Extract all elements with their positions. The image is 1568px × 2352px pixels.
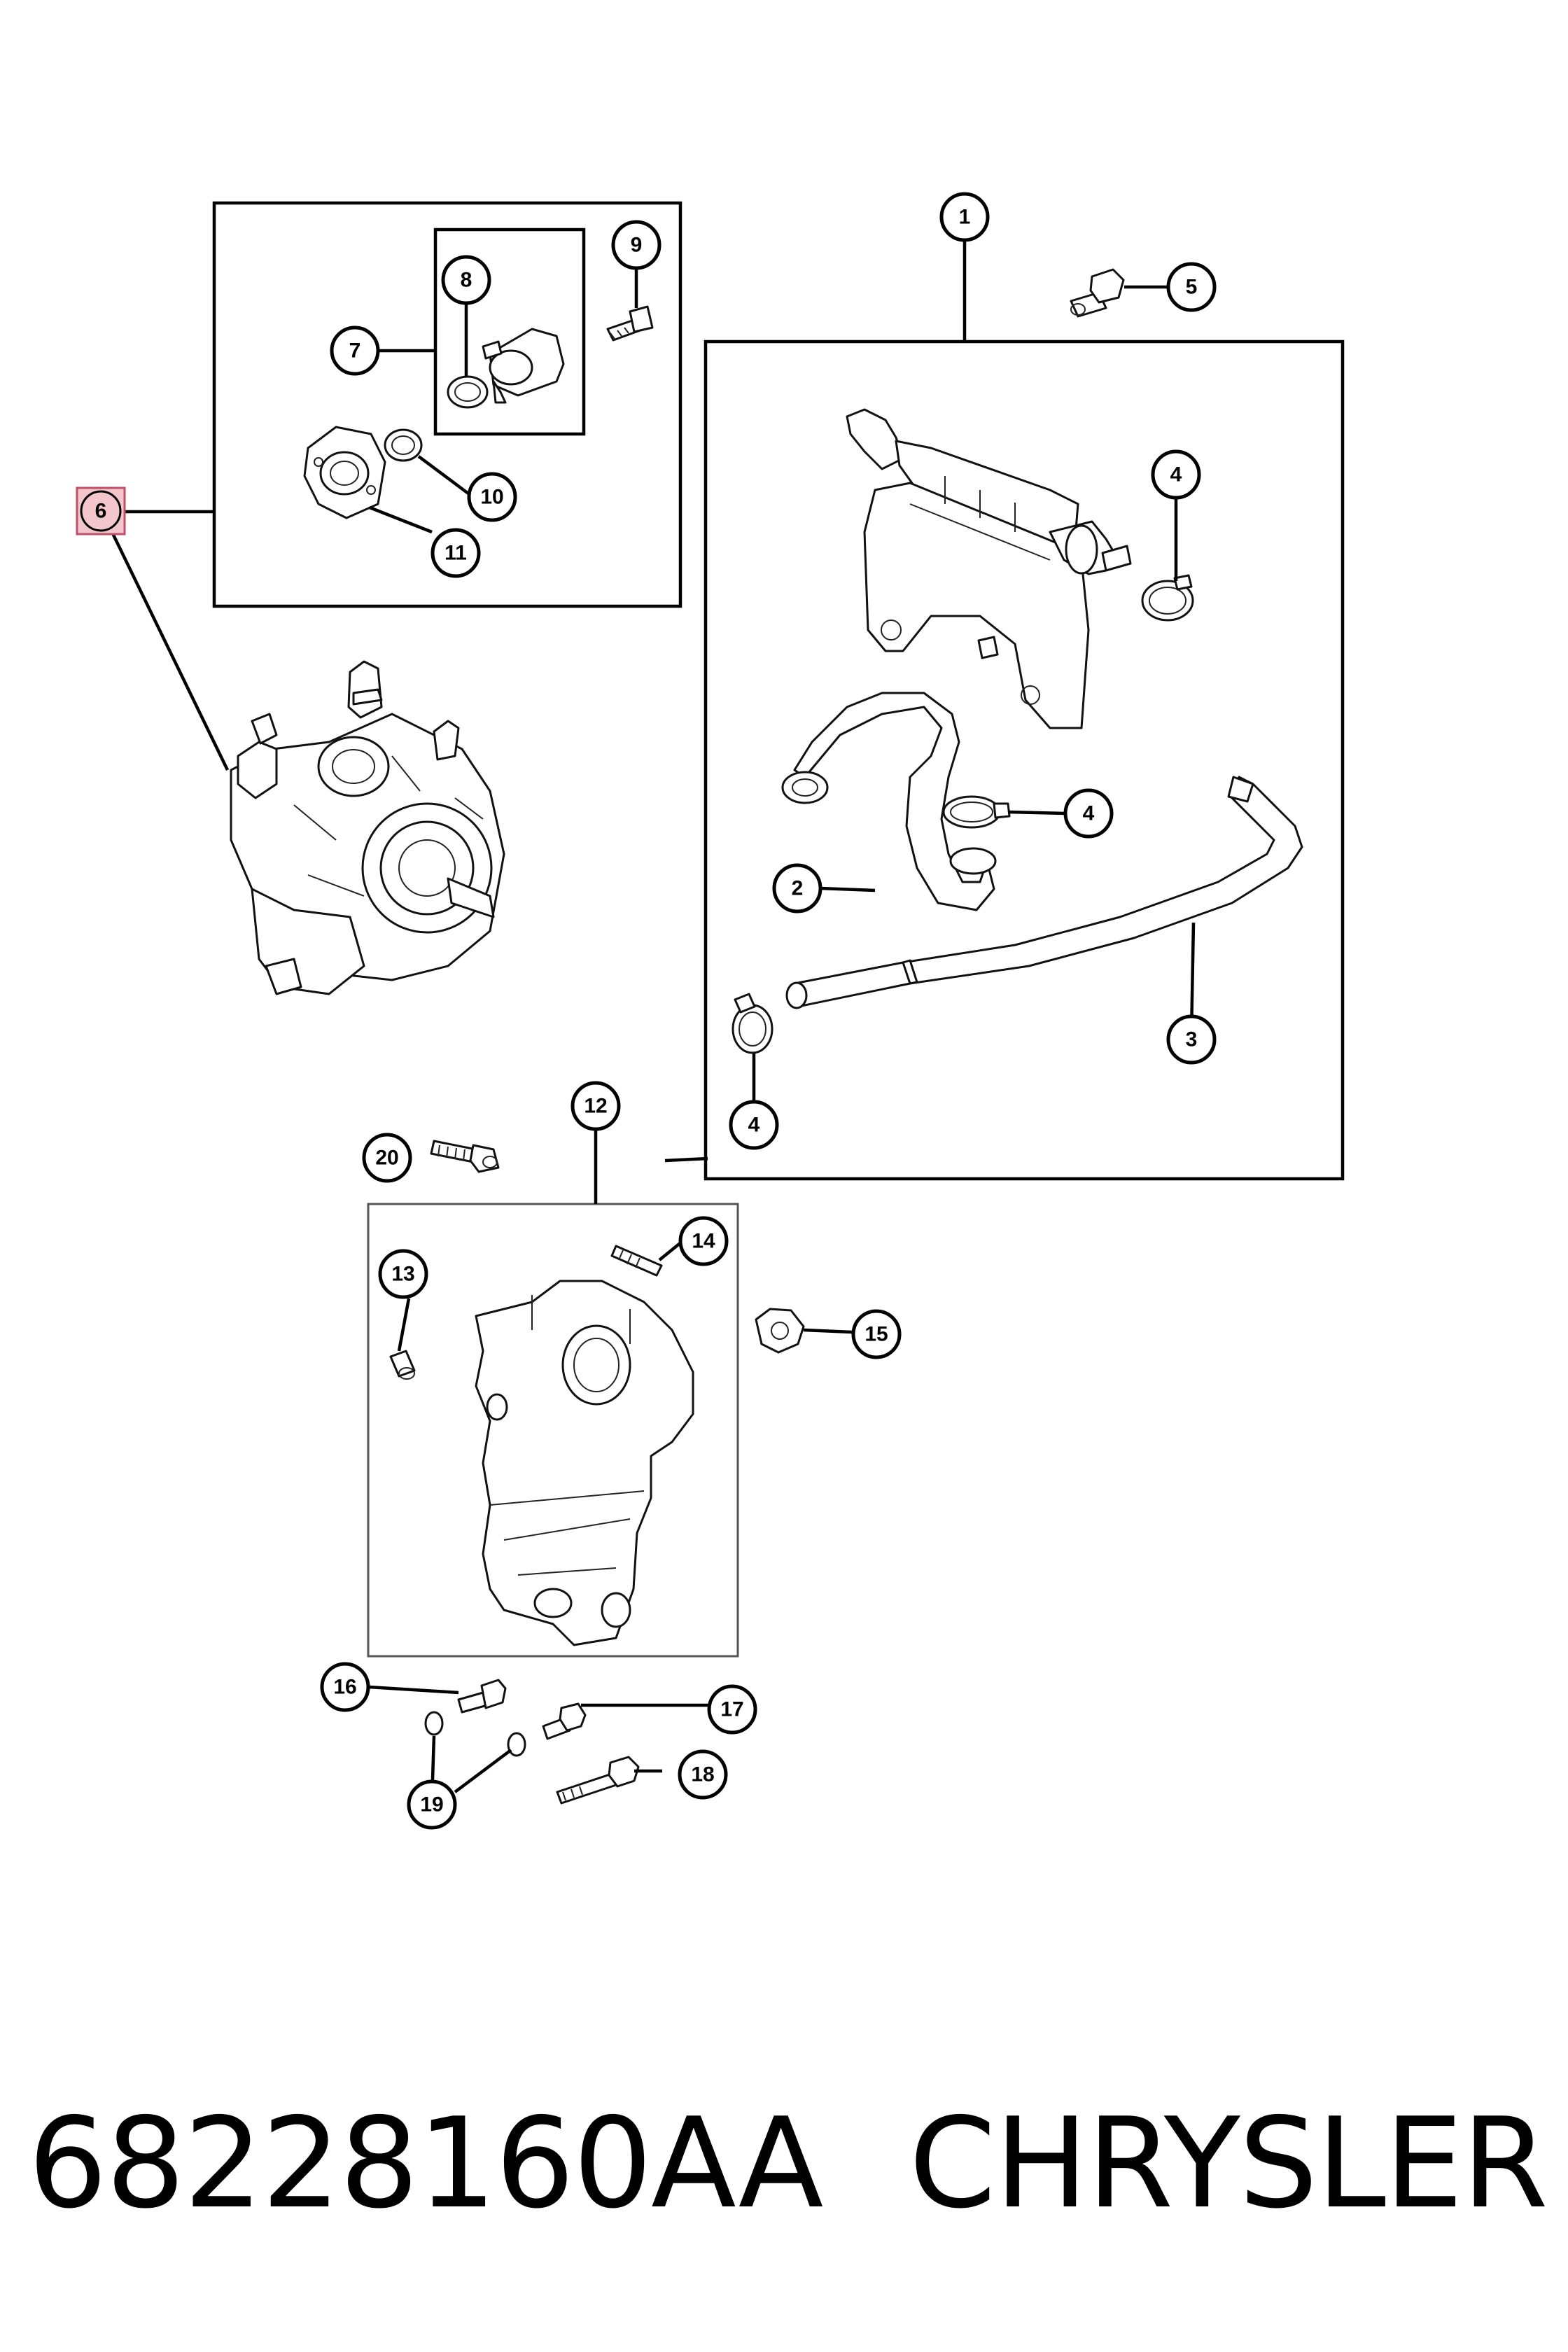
clamp-4-lower-drawing bbox=[732, 993, 774, 1054]
tube-3-drawing bbox=[785, 776, 1303, 1009]
callout-7[interactable]: 7 bbox=[330, 326, 380, 376]
callout-18[interactable]: 18 bbox=[678, 1749, 728, 1800]
part-caption: 68228160AA CHRYSLER bbox=[28, 2072, 1548, 2254]
svg-text:11: 11 bbox=[444, 542, 467, 565]
svg-text:1: 1 bbox=[959, 206, 971, 229]
svg-text:18: 18 bbox=[691, 1763, 714, 1786]
brand-name: CHRYSLER bbox=[909, 2090, 1548, 2236]
svg-text:20: 20 bbox=[375, 1147, 398, 1170]
washers-19-drawing bbox=[424, 1711, 526, 1757]
callout-19[interactable]: 19 bbox=[407, 1779, 457, 1830]
callout-15[interactable]: 15 bbox=[851, 1309, 902, 1359]
reservoir-assembly-frame bbox=[704, 340, 1345, 1181]
timing-cover-drawing bbox=[475, 1280, 694, 1646]
clamp-4-upper-drawing bbox=[1141, 574, 1194, 622]
svg-text:7: 7 bbox=[349, 340, 361, 363]
callout-5[interactable]: 5 bbox=[1166, 262, 1217, 312]
svg-text:4: 4 bbox=[1083, 802, 1095, 825]
fuel-pump-drawing bbox=[230, 660, 505, 995]
svg-text:4: 4 bbox=[1170, 463, 1182, 486]
callout-17[interactable]: 17 bbox=[707, 1684, 757, 1735]
pump-kit-frame bbox=[212, 201, 682, 608]
reservoir-housing-drawing bbox=[846, 408, 1132, 729]
callout-12[interactable]: 12 bbox=[570, 1081, 621, 1131]
svg-text:17: 17 bbox=[720, 1698, 743, 1721]
svg-text:9: 9 bbox=[631, 234, 643, 257]
part-number: 68228160AA bbox=[28, 2090, 823, 2236]
callout-6-highlighted[interactable]: 6 bbox=[76, 486, 126, 536]
stud-14-drawing bbox=[610, 1245, 663, 1277]
nut-15-drawing bbox=[755, 1308, 805, 1354]
callout-3[interactable]: 3 bbox=[1166, 1014, 1217, 1065]
svg-text:16: 16 bbox=[333, 1676, 356, 1699]
callout-10[interactable]: 10 bbox=[467, 472, 517, 522]
svg-text:4: 4 bbox=[748, 1114, 760, 1137]
flange-gasket-drawing bbox=[303, 426, 423, 519]
svg-text:8: 8 bbox=[461, 269, 472, 292]
bolt-17-drawing bbox=[542, 1702, 587, 1740]
callout-9[interactable]: 9 bbox=[611, 220, 662, 270]
bolt-9-drawing bbox=[606, 305, 654, 342]
svg-text:3: 3 bbox=[1186, 1028, 1198, 1051]
callout-11[interactable]: 11 bbox=[430, 528, 481, 578]
svg-text:12: 12 bbox=[584, 1095, 607, 1118]
dowel-13-drawing bbox=[389, 1350, 416, 1380]
svg-text:10: 10 bbox=[480, 486, 503, 509]
bolt-20-drawing bbox=[430, 1140, 500, 1173]
timing-cover-frame bbox=[367, 1203, 739, 1658]
callout-4-upper[interactable]: 4 bbox=[1151, 449, 1201, 500]
bolt-16-drawing bbox=[457, 1679, 507, 1714]
callout-8[interactable]: 8 bbox=[441, 255, 491, 305]
hose-2-drawing bbox=[781, 692, 997, 911]
bolt-5-drawing bbox=[1070, 268, 1125, 318]
callout-14[interactable]: 14 bbox=[678, 1216, 729, 1266]
bolt-18-drawing bbox=[556, 1756, 640, 1805]
callout-4-lower[interactable]: 4 bbox=[729, 1100, 779, 1150]
clamp-4-middle-drawing bbox=[942, 795, 1011, 829]
callout-20[interactable]: 20 bbox=[362, 1133, 412, 1183]
svg-text:13: 13 bbox=[391, 1263, 414, 1286]
pressure-sensor-subframe bbox=[433, 227, 586, 436]
svg-text:5: 5 bbox=[1186, 276, 1198, 299]
svg-text:19: 19 bbox=[420, 1793, 443, 1816]
callout-13[interactable]: 13 bbox=[378, 1249, 428, 1299]
svg-text:14: 14 bbox=[692, 1230, 715, 1253]
leader-lines bbox=[110, 239, 1196, 1802]
svg-text:2: 2 bbox=[792, 877, 804, 900]
callout-4-middle[interactable]: 4 bbox=[1063, 788, 1114, 839]
svg-text:6: 6 bbox=[95, 500, 107, 523]
svg-text:15: 15 bbox=[864, 1323, 888, 1346]
callout-1[interactable]: 1 bbox=[939, 192, 990, 242]
callout-2[interactable]: 2 bbox=[772, 863, 822, 913]
callout-16[interactable]: 16 bbox=[320, 1662, 370, 1712]
pressure-sensor-drawing bbox=[447, 328, 565, 409]
